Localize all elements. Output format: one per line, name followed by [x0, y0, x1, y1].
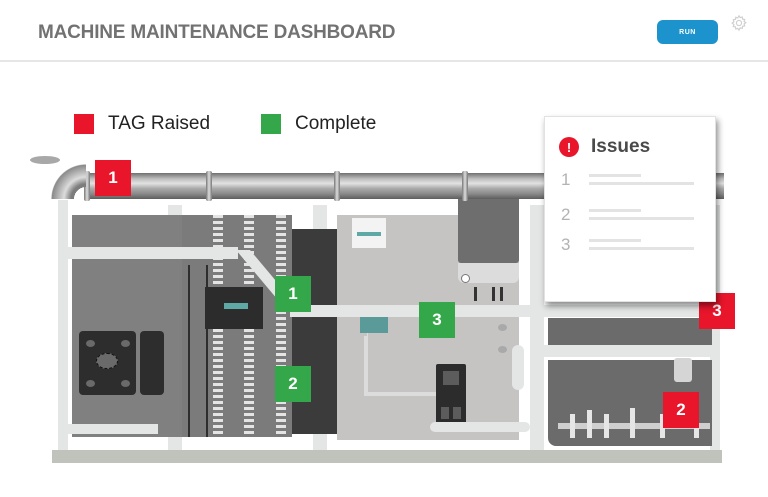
wiring — [188, 265, 208, 437]
bolt — [86, 340, 95, 347]
crank-web — [660, 414, 665, 438]
pipe-elbow — [30, 158, 86, 199]
valve — [474, 287, 477, 301]
issue-item-1[interactable]: 1 — [561, 170, 701, 192]
legend-complete: Complete — [261, 113, 376, 135]
header-bar: MACHINE MAINTENANCE DASHBOARD RUN — [0, 0, 768, 62]
valve — [500, 287, 503, 301]
issue-placeholder-line — [589, 217, 694, 220]
boiler-unit — [458, 193, 519, 263]
coolant-tube — [540, 345, 720, 357]
filter-canister — [674, 358, 692, 382]
legend-tag-raised: TAG Raised — [74, 113, 210, 135]
module-window — [443, 371, 459, 385]
module-slot — [453, 407, 461, 419]
bolt — [121, 340, 130, 347]
boiler-controls — [458, 263, 519, 283]
base-rail — [52, 450, 722, 463]
alert-icon: ! — [559, 137, 579, 157]
issue-placeholder-line — [589, 209, 641, 212]
bolt — [121, 380, 130, 387]
bolt — [498, 324, 507, 331]
issue-item-2[interactable]: 2 — [561, 205, 701, 227]
thin-lines — [367, 333, 457, 393]
coolant-tube — [58, 247, 238, 259]
dark-panel — [292, 229, 337, 434]
red-swatch — [74, 114, 94, 134]
page-title: MACHINE MAINTENANCE DASHBOARD — [38, 22, 396, 43]
issue-placeholder-line — [589, 182, 694, 185]
issues-header: ! Issues — [559, 136, 650, 158]
controller-display — [224, 303, 248, 309]
crank-web — [630, 408, 635, 438]
teal-sensor — [360, 317, 388, 333]
crank-web — [587, 410, 592, 438]
valve — [492, 287, 495, 301]
pressure-gauge — [461, 274, 470, 283]
terminal-strip — [276, 215, 286, 437]
bolt — [86, 380, 95, 387]
tag-complete-2[interactable]: 2 — [275, 366, 311, 402]
issue-item-3[interactable]: 3 — [561, 235, 701, 257]
coolant-tube — [512, 345, 524, 390]
legend-label: TAG Raised — [108, 113, 211, 134]
label-plate-stripe — [357, 232, 381, 236]
bolt — [498, 346, 507, 353]
issues-title: Issues — [591, 136, 651, 157]
coolant-tube — [58, 424, 158, 434]
motor-shaft — [96, 353, 118, 369]
green-swatch — [261, 114, 281, 134]
issue-number: 2 — [561, 205, 571, 224]
tag-raised-1[interactable]: 1 — [95, 160, 131, 196]
legend-label: Complete — [295, 113, 377, 134]
issue-placeholder-line — [589, 174, 641, 177]
issues-panel: ! Issues 1 2 3 — [544, 116, 716, 302]
issue-placeholder-line — [589, 247, 694, 250]
coolant-tube — [290, 305, 720, 317]
frame-tube — [530, 205, 544, 450]
motor-side-block — [140, 331, 164, 395]
pipe-opening — [30, 156, 60, 164]
module-slot — [441, 407, 449, 419]
issue-number: 1 — [561, 170, 571, 189]
gear-icon[interactable] — [730, 14, 748, 32]
tag-complete-3[interactable]: 3 — [419, 302, 455, 338]
coolant-tube — [430, 422, 530, 432]
tag-complete-1[interactable]: 1 — [275, 276, 311, 312]
issue-placeholder-line — [589, 239, 641, 242]
tag-raised-2[interactable]: 2 — [663, 392, 699, 428]
frame-tube — [58, 200, 68, 450]
run-button[interactable]: RUN — [657, 20, 718, 44]
crank-web — [570, 414, 575, 438]
crank-web — [604, 414, 609, 438]
issue-number: 3 — [561, 235, 571, 254]
